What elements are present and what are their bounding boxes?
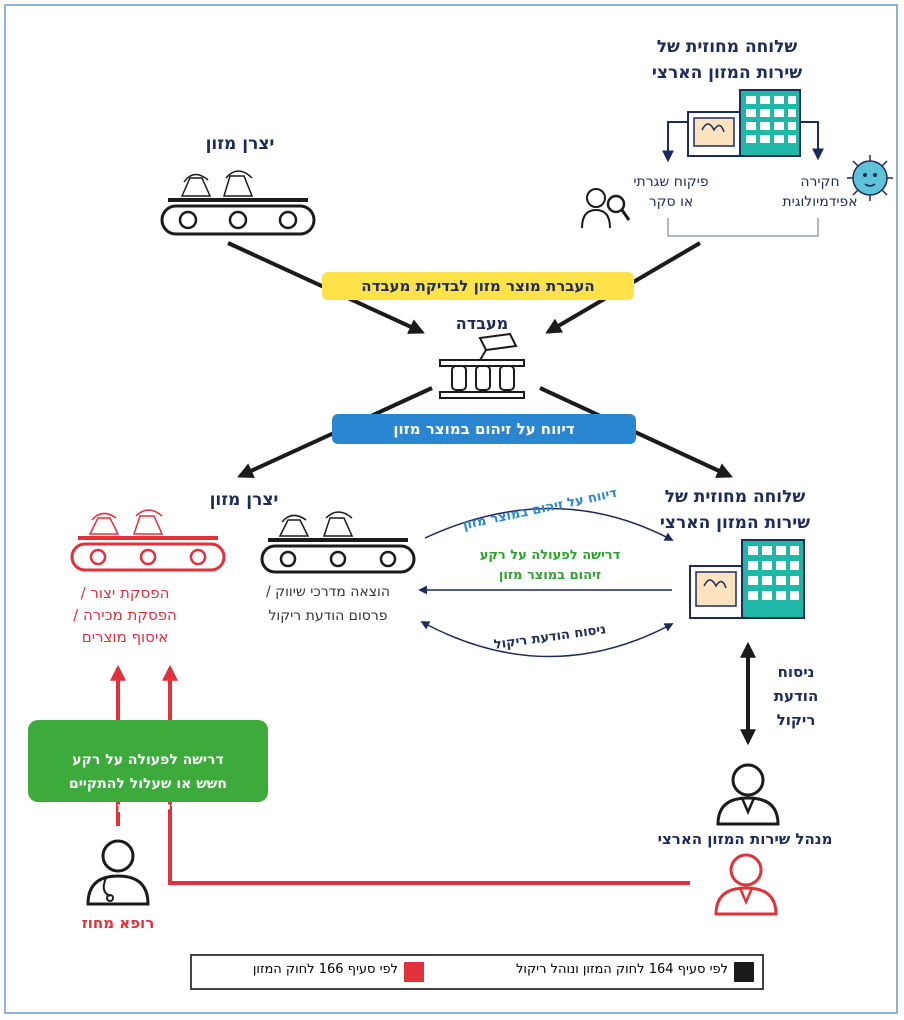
bacteria-icon	[847, 155, 893, 201]
branch-mid-title: שלוחה מחוזית של שירות המזון הארצי	[659, 487, 811, 533]
lab-icon	[439, 332, 525, 399]
transfer-lab-label: העברת מוצר מזון לבדיקת מעבדה	[361, 277, 595, 295]
diagram-frame	[4, 4, 898, 1014]
bottom-bracket	[667, 218, 819, 237]
conveyor-icon	[160, 170, 316, 236]
inspector-icon	[581, 188, 631, 229]
doctor-icon	[86, 839, 150, 906]
epi-label: חקירה אפידמיולוגית	[782, 174, 858, 210]
stop-actions-label: הפסקת יצור / הפסקת מכירה / איסוף מוצרים	[73, 584, 177, 646]
producer-mid-title: יצרן מזון	[209, 490, 279, 510]
report-label: דיווח על זיהום במוצר מזון	[393, 420, 575, 438]
building-icon	[689, 539, 805, 619]
recall-drafting-label: ניסוח הודעת ריקול	[773, 663, 819, 729]
inspection-label: פיקוח שגרתי או סקר	[633, 174, 709, 210]
legend-black-label: לפי סעיף 164 לחוק המזון ונוהל ריקול	[516, 962, 728, 977]
branch-top-title: שלוחה מחוזית של שירות המזון הארצי	[651, 37, 803, 83]
director-icon	[716, 763, 780, 826]
director-title: מנהל שירות המזון הארצי	[657, 830, 833, 848]
legend-swatch-black	[734, 962, 754, 982]
doctor-demand-label: דרישה לפעולה על רקע חשש או שעלול להתקיים…	[64, 752, 232, 816]
demand-arrow-label: דרישה לפעולה על רקע זיהום במוצר מזון	[479, 548, 621, 583]
curve-recall-arrow	[420, 621, 674, 658]
legend-red-label: לפי סעיף 166 לחוק המזון	[252, 962, 398, 977]
producer-actions-label: הוצאה מדרכי שיווק / פרסום הודעת ריקול	[265, 584, 391, 624]
doctor-demand-pill: דרישה לפעולה על רקע חשש או שעלול להתקיים…	[28, 720, 268, 816]
curve-report-arrow	[424, 507, 674, 541]
legend-box	[190, 954, 764, 990]
producer-top-title: יצרן מזון	[205, 134, 275, 154]
legend-swatch-red	[404, 962, 424, 982]
director-icon	[714, 853, 778, 916]
doctor-title: רופא מחוז	[81, 914, 155, 932]
building-icon	[687, 89, 801, 157]
lab-title: מעבדה	[455, 314, 509, 333]
conveyor-icon	[260, 511, 416, 574]
transfer-lab-pill: העברת מוצר מזון לבדיקת מעבדה	[322, 272, 634, 300]
report-pill: דיווח על זיהום במוצר מזון	[332, 414, 636, 444]
conveyor-icon	[70, 509, 226, 572]
